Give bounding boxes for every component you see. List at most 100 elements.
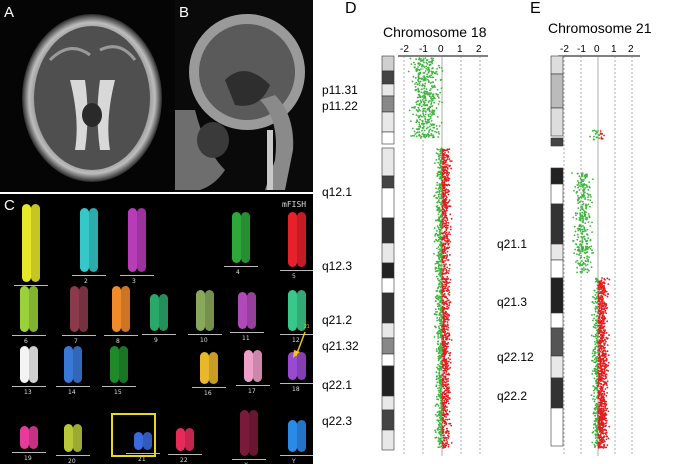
probe-point [440, 249, 443, 252]
probe-point [597, 332, 600, 335]
probe-point [437, 331, 439, 333]
probe-point [596, 351, 599, 354]
probe-point [426, 93, 429, 96]
probe-point [583, 251, 586, 254]
probe-point [423, 115, 426, 118]
probe-point [597, 281, 599, 284]
probe-point [605, 400, 608, 403]
probe-point [601, 417, 604, 420]
probe-point [448, 410, 451, 413]
probe-point [444, 281, 447, 284]
probe-point [602, 396, 605, 399]
panel-d-title: Chromosome 18 [383, 24, 487, 40]
probe-point [603, 322, 606, 325]
probe-point [443, 172, 445, 175]
probe-point [438, 157, 441, 160]
probe-point [440, 423, 443, 426]
probe-point [415, 68, 418, 71]
probe-point [434, 429, 437, 432]
probe-point [434, 296, 437, 298]
probe-point [445, 216, 448, 219]
probe-point [601, 438, 604, 441]
probe-point [600, 420, 603, 423]
probe-point [443, 437, 446, 440]
probe-point [438, 421, 441, 424]
probe-point [601, 415, 604, 418]
probe-point [436, 262, 438, 265]
probe-point [447, 373, 450, 376]
probe-point [594, 445, 597, 448]
probe-point [448, 281, 451, 284]
band-label: q21.2 [322, 313, 352, 327]
probe-point [441, 383, 444, 386]
probe-point [442, 336, 445, 339]
probe-point [596, 440, 599, 443]
probe-point [440, 429, 442, 432]
chromosome-number: 11 [242, 334, 250, 342]
probe-point [446, 383, 449, 386]
probe-point [440, 392, 442, 395]
probe-point [440, 445, 443, 448]
probe-point [430, 92, 432, 95]
probe-point [443, 268, 445, 270]
probe-point [605, 366, 607, 369]
probe-point [429, 115, 432, 118]
ideogram-band [381, 83, 395, 97]
probe-point [425, 127, 428, 130]
probe-point [440, 264, 443, 266]
probe-point [603, 412, 605, 415]
probe-point [595, 427, 598, 430]
probe-point [427, 131, 430, 133]
probe-point [442, 363, 445, 366]
probe-point [436, 317, 439, 319]
probe-point [446, 413, 449, 415]
probe-point [596, 436, 599, 439]
probe-point [445, 196, 448, 199]
probe-point [591, 441, 594, 444]
probe-point [600, 316, 603, 319]
probe-point [600, 385, 602, 388]
probe-point [422, 125, 425, 128]
probe-point [605, 290, 608, 293]
probe-point [440, 400, 443, 402]
probe-point [441, 291, 444, 294]
probe-point [600, 440, 603, 443]
probe-point [443, 320, 446, 323]
probe-point [586, 245, 589, 248]
panel-b-sagittal-mri: B [175, 0, 313, 192]
chromosome-number: 20 [68, 457, 76, 464]
probe-point [424, 57, 427, 59]
probe-point [578, 216, 581, 219]
probe-point [438, 193, 441, 196]
probe-point [580, 225, 582, 228]
probe-point [446, 323, 449, 326]
probe-point [418, 123, 421, 126]
probe-point [435, 124, 438, 127]
probe-point [442, 199, 445, 201]
probe-point [444, 171, 447, 174]
probe-point [443, 396, 446, 399]
probe-point [442, 148, 445, 151]
probe-point [441, 432, 444, 435]
probe-point [439, 419, 442, 422]
probe-point [439, 148, 442, 151]
probe-point [606, 444, 609, 447]
probe-point [438, 358, 440, 360]
probe-point [447, 242, 450, 245]
probe-point [595, 387, 598, 389]
probe-point [433, 126, 436, 129]
probe-point [440, 411, 443, 414]
probe-point [602, 360, 605, 363]
probe-point [442, 340, 444, 343]
probe-point [439, 280, 442, 283]
probe-point [581, 211, 584, 214]
probe-point [605, 304, 608, 307]
probe-point [582, 215, 585, 218]
probe-point [599, 350, 602, 353]
probe-point [580, 271, 583, 274]
probe-point [435, 378, 438, 381]
probe-point [449, 358, 451, 361]
probe-point [605, 438, 608, 441]
probe-point [602, 312, 605, 315]
probe-point [438, 295, 441, 298]
